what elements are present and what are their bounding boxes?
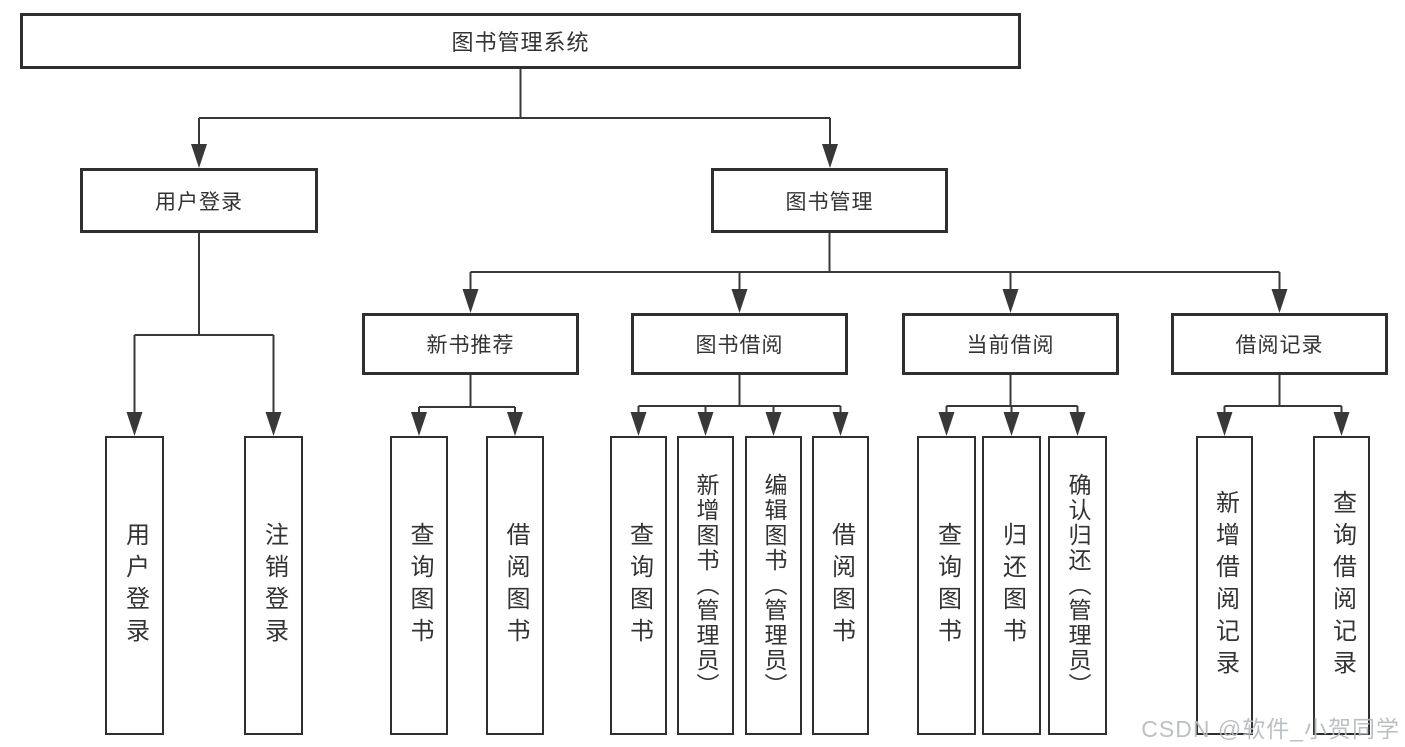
connector-root-to-level2	[191, 69, 838, 168]
leaf-label: 查询图书	[406, 521, 433, 650]
node-book-borrow: 图书借阅	[631, 313, 848, 375]
node-current-borrow: 当前借阅	[902, 313, 1119, 375]
leaf-label: 借阅图书	[502, 521, 529, 650]
connector-book-management-children	[462, 233, 1288, 313]
node-borrow-records: 借阅记录	[1171, 313, 1388, 375]
csdn-watermark: CSDN @软件_小贺同学	[1141, 716, 1400, 742]
leaf-confirm-return-admin: 确认归还（管理员）	[1048, 436, 1107, 735]
leaf-return-books: 归还图书	[982, 436, 1041, 735]
connector-book-borrow-children	[630, 375, 849, 436]
leaf-borrow-books: 借阅图书	[812, 436, 869, 735]
connector-user-login-children	[126, 233, 282, 436]
connector-new-book-children	[411, 375, 523, 436]
leaf-query-books: 查询图书	[390, 436, 448, 735]
leaf-label: 编辑图书（管理员）	[761, 473, 787, 698]
leaf-label: 新增借阅记录	[1211, 489, 1239, 682]
connector-current-borrow-children	[938, 375, 1086, 436]
leaf-logout: 注销登录	[244, 436, 303, 735]
node-new-book-recommend: 新书推荐	[362, 313, 579, 375]
leaf-query-books: 查询图书	[610, 436, 667, 735]
leaf-label: 查询图书	[625, 521, 653, 650]
node-library-management-system: 图书管理系统	[20, 13, 1021, 69]
leaf-edit-books-admin: 编辑图书（管理员）	[745, 436, 802, 735]
leaf-add-borrow-record: 新增借阅记录	[1196, 436, 1253, 735]
leaf-label: 查询借阅记录	[1328, 489, 1356, 682]
node-book-management: 图书管理	[711, 168, 948, 233]
leaf-label: 归还图书	[998, 521, 1026, 650]
leaf-label: 确认归还（管理员）	[1065, 473, 1091, 698]
leaf-label: 用户登录	[121, 521, 149, 650]
node-user-login: 用户登录	[80, 168, 318, 233]
leaf-borrow-books: 借阅图书	[486, 436, 544, 735]
leaf-add-books-admin: 新增图书（管理员）	[677, 436, 734, 735]
connector-borrow-records-children	[1216, 375, 1350, 436]
leaf-query-books: 查询图书	[917, 436, 976, 735]
leaf-user-login: 用户登录	[105, 436, 164, 735]
leaf-label: 借阅图书	[827, 521, 855, 650]
leaf-label: 新增图书（管理员）	[693, 473, 719, 698]
leaf-query-borrow-record: 查询借阅记录	[1313, 436, 1370, 735]
leaf-label: 注销登录	[260, 521, 288, 650]
leaf-label: 查询图书	[933, 521, 961, 650]
